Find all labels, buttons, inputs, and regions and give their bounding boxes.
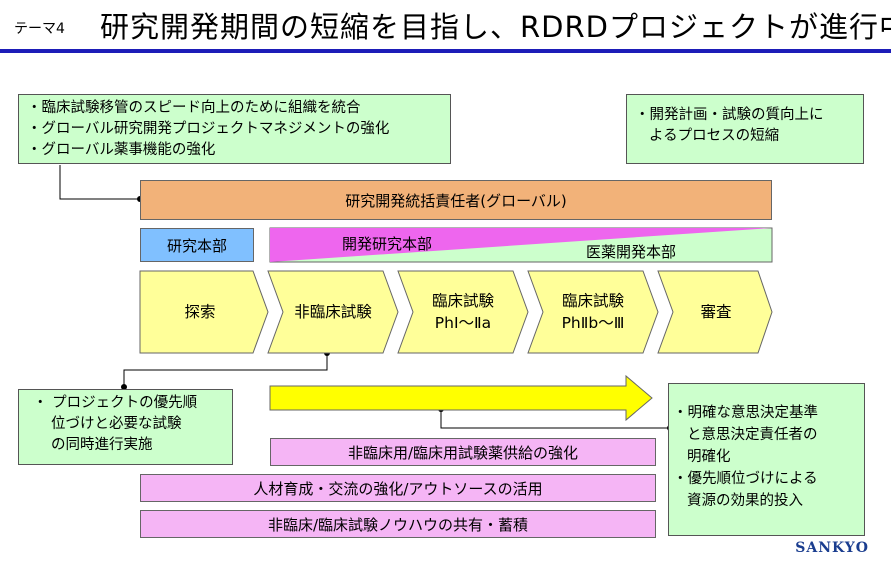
connector-dot: [121, 384, 127, 390]
note-line: と意思決定責任者の: [687, 427, 818, 443]
note-line: 明確化: [687, 449, 731, 465]
stage-shape-phase2: [527, 270, 659, 354]
note-line: ・ プロジェクトの優先順: [33, 395, 198, 411]
stage-clinical-phase2b-3: 臨床試験 PhⅡb～Ⅲ: [561, 292, 625, 332]
note-top-right: ・開発計画・試験の質向上に よるプロセスの短縮: [626, 94, 864, 164]
initiative-talent: 人材育成・交流の強化/アウトソースの活用: [140, 474, 656, 502]
stage-nonclinical: 非臨床試験: [294, 303, 372, 321]
note-line: ・グローバル研究開発プロジェクトマネジメントの強化: [27, 121, 390, 137]
stage-shape-phase1: [397, 270, 529, 354]
stage-shape-exploration: [139, 270, 269, 354]
stage-shape-review: [657, 270, 773, 354]
acceleration-arrow: [269, 374, 653, 422]
note-bottom-right: ・明確な意思決定基準 と意思決定責任者の 明確化 ・優先順位づけによる 資源の効…: [668, 383, 865, 536]
drug-dev-hq-label: 医薬開発本部: [586, 243, 677, 261]
stage-clinical-phase1-2a: 臨床試験 PhⅠ～Ⅱa: [431, 292, 494, 332]
note-bottom-left: ・ プロジェクトの優先順 位づけと必要な試験 の同時進行実施: [18, 389, 233, 465]
note-line: ・グローバル薬事機能の強化: [27, 142, 216, 158]
dev-research-hq-label: 開発研究本部: [342, 235, 433, 253]
note-line: の同時進行実施: [51, 437, 153, 453]
note-line: ・開発計画・試験の質向上に: [635, 107, 824, 123]
company-logo: SANKYO: [795, 540, 869, 556]
connector-bottom-right: [440, 409, 670, 429]
title-divider: [0, 49, 891, 53]
research-hq-box: 研究本部: [140, 228, 254, 262]
note-top-left: ・臨床試験移管のスピード向上のために組織を統合 ・グローバル研究開発プロジェクト…: [18, 94, 451, 164]
connector-bottom-left: [123, 353, 328, 387]
connector-top-left: [59, 165, 140, 200]
stage-exploration: 探索: [184, 303, 216, 321]
stage-review: 審査: [700, 303, 732, 321]
global-rd-head-bar: 研究開発統括責任者(グローバル): [140, 180, 772, 220]
note-line: 位づけと必要な試験: [51, 416, 182, 432]
page-title: 研究開発期間の短縮を目指し、RDRDプロジェクトが進行中: [100, 10, 891, 44]
dev-research-hq-wedge: [270, 228, 772, 262]
note-line: ・明確な意思決定基準: [673, 405, 818, 421]
note-line: よるプロセスの短縮: [649, 128, 780, 144]
stage-shape-nonclinical: [267, 270, 399, 354]
note-line: ・臨床試験移管のスピード向上のために組織を統合: [27, 100, 361, 116]
initiative-drug-supply: 非臨床用/臨床用試験薬供給の強化: [270, 438, 656, 466]
note-line: 資源の効果的投入: [687, 493, 803, 509]
theme-label: テーマ4: [14, 21, 65, 37]
note-line: ・優先順位づけによる: [673, 471, 818, 487]
initiative-knowhow: 非臨床/臨床試験ノウハウの共有・蓄積: [140, 510, 656, 538]
